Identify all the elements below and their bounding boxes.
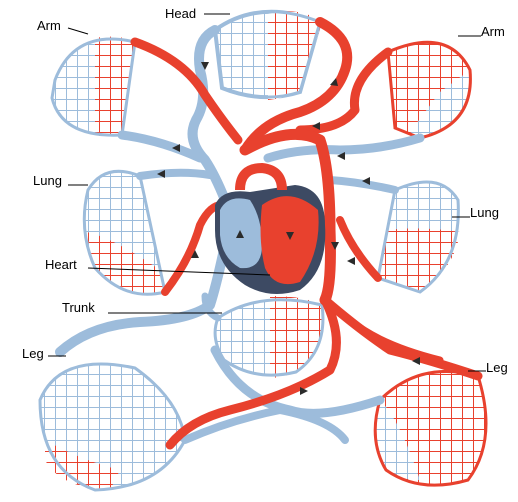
label-lung-left: Lung [33, 173, 62, 188]
artery-right-lung [340, 220, 378, 278]
label-leg-right: Leg [486, 360, 508, 375]
left-lung-capillary-bed [84, 171, 165, 294]
right-leg-capillary-bed [375, 371, 486, 485]
left-leg-capillary-bed [40, 364, 185, 490]
trunk-capillary-bed [215, 296, 323, 378]
leader-line-arm-left [68, 28, 88, 34]
label-arm-right: Arm [481, 24, 505, 39]
artery-right-leg [325, 300, 478, 376]
left-arm-capillary-bed [52, 37, 135, 136]
vein-right-lung [330, 180, 395, 190]
heart [215, 168, 325, 294]
label-arm-left: Arm [37, 18, 61, 33]
label-leg-left: Leg [22, 346, 44, 361]
head-capillary-bed [215, 11, 322, 100]
aortic-arch [240, 168, 282, 190]
flow-arrow [347, 257, 355, 265]
right-lung-capillary-bed [378, 182, 460, 292]
vein-left-lung [140, 173, 210, 176]
label-lung-right: Lung [470, 205, 499, 220]
label-head: Head [165, 6, 196, 21]
label-heart: Heart [45, 257, 77, 272]
right-arm-capillary-bed [388, 42, 470, 138]
label-trunk: Trunk [62, 300, 95, 315]
